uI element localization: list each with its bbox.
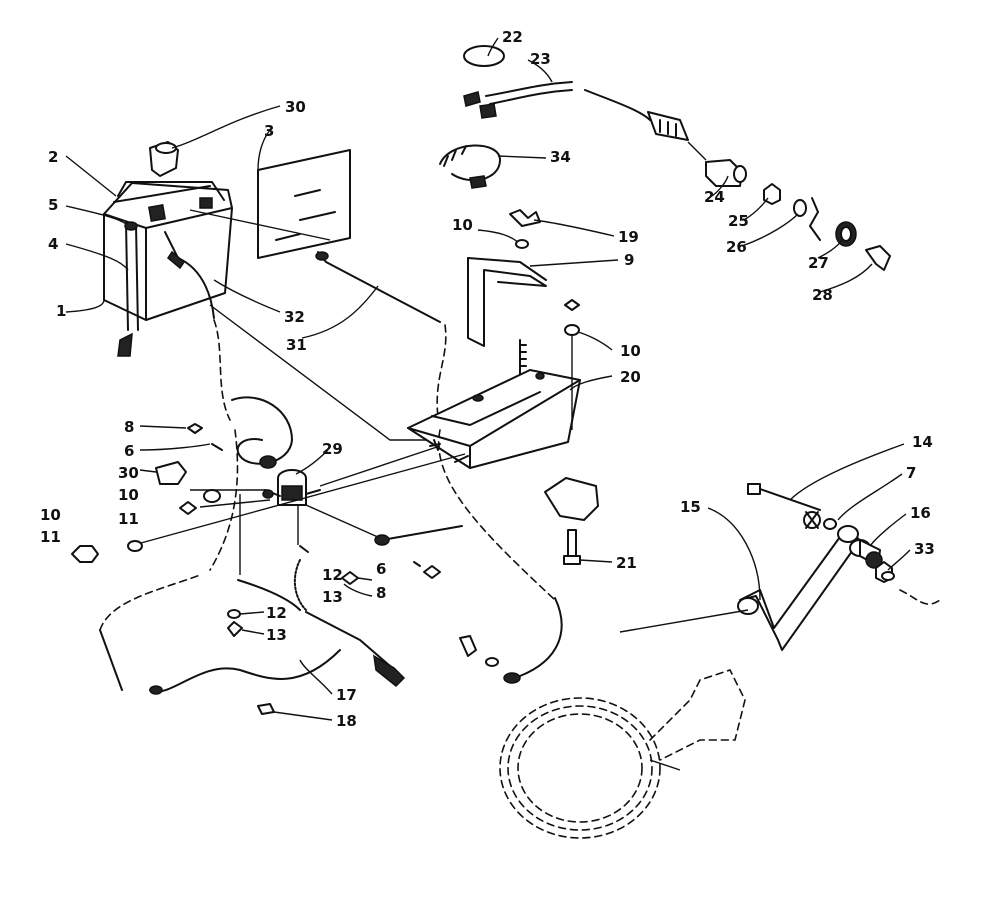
- washer-6-right: [413, 561, 421, 567]
- key-28: [865, 245, 891, 271]
- callout-30-top: 30: [285, 98, 306, 116]
- key-switch-24: [687, 141, 747, 187]
- callout-10-tray: 10: [620, 342, 641, 360]
- starter-cable: [459, 597, 563, 684]
- nut-8-right: [423, 565, 441, 579]
- washer-26: [793, 199, 807, 217]
- nut-8: [187, 423, 203, 434]
- retaining-ring-22: [463, 45, 505, 67]
- bolt-14: [747, 483, 821, 511]
- brake-lever: [737, 525, 861, 651]
- callout-6-top: 6: [124, 442, 134, 460]
- washer-12-lower: [227, 609, 241, 619]
- callout-31: 31: [286, 336, 307, 354]
- callout-11-left: 11: [40, 528, 61, 546]
- callout-8-right: 8: [376, 584, 386, 602]
- callout-22: 22: [502, 28, 523, 46]
- callout-10-left: 10: [40, 506, 61, 524]
- callout-10-top: 10: [452, 216, 473, 234]
- nut-13-lower: [227, 621, 243, 637]
- washer-10: [203, 489, 221, 503]
- callout-24: 24: [704, 188, 725, 206]
- callout-25: 25: [728, 212, 749, 230]
- callout-32: 32: [284, 308, 305, 326]
- cable-clamp-34: [439, 144, 501, 189]
- battery: [103, 181, 233, 321]
- callout-12-lower: 12: [266, 604, 287, 622]
- wiring-harness-23: [463, 81, 689, 141]
- tray-bracket: [467, 257, 547, 347]
- callout-20: 20: [620, 368, 641, 386]
- callout-14: 14: [912, 433, 933, 451]
- bezel-27: [835, 221, 857, 247]
- callout-18: 18: [336, 712, 357, 730]
- callout-13-mid: 13: [322, 588, 343, 606]
- terminal-cap-30: [155, 461, 187, 485]
- callout-3: 3: [264, 122, 274, 140]
- terminal-cap-top: [149, 141, 179, 177]
- nut-11: [179, 501, 197, 515]
- solenoid: [262, 469, 321, 506]
- wing-nut: [509, 209, 541, 227]
- battery-cover: [257, 149, 351, 259]
- nut-33: [875, 561, 895, 583]
- callout-13-lower: 13: [266, 626, 287, 644]
- washer-10-lower: [127, 540, 143, 552]
- callout-29: 29: [322, 440, 343, 458]
- wire-coil: [231, 396, 293, 469]
- callout-5: 5: [48, 196, 58, 214]
- callout-27: 27: [808, 254, 829, 272]
- leader-lines: [65, 37, 911, 721]
- callout-19: 19: [618, 228, 639, 246]
- nut-13: [341, 571, 359, 585]
- tray-support: [544, 477, 599, 521]
- washer-6: [211, 443, 223, 451]
- washer-7: [823, 518, 837, 530]
- washer: [564, 324, 580, 336]
- callout-15: 15: [680, 498, 701, 516]
- callout-6-right: 6: [376, 560, 386, 578]
- nut-11-lower: [71, 545, 99, 563]
- nut: [564, 299, 580, 311]
- callout-4: 4: [48, 235, 58, 253]
- callout-16: 16: [910, 504, 931, 522]
- callout-8-top: 8: [124, 418, 134, 436]
- washer-12: [299, 545, 309, 553]
- callout-7: 7: [906, 464, 916, 482]
- callout-2: 2: [48, 148, 58, 166]
- starter-harness: [149, 611, 406, 695]
- lock-washer-7: [803, 511, 821, 529]
- callout-34: 34: [550, 148, 571, 166]
- callout-labels: 30 2 3 5 4 1 32 31 22 23 34 10 19 9 10 2…: [40, 28, 935, 730]
- ground-cable: [315, 251, 447, 431]
- callout-12-mid: 12: [322, 566, 343, 584]
- bushing-16: [849, 539, 883, 569]
- starter-motor-outline: [499, 669, 746, 839]
- washer: [515, 239, 529, 249]
- callout-9: 9: [624, 251, 634, 269]
- callout-30-lower: 30: [118, 464, 139, 482]
- connector-18: [257, 703, 275, 715]
- callout-33: 33: [914, 540, 935, 558]
- battery-strap: [117, 221, 139, 357]
- callout-21: 21: [616, 554, 637, 572]
- callout-1: 1: [56, 302, 66, 320]
- main-cable-dashed: [99, 429, 556, 691]
- stud: [454, 455, 469, 463]
- callout-23: 23: [530, 50, 551, 68]
- callout-28: 28: [812, 286, 833, 304]
- callout-17: 17: [336, 686, 357, 704]
- bolt: [563, 529, 581, 565]
- callout-11-mid: 11: [118, 510, 139, 528]
- solenoid-cable: [305, 504, 463, 546]
- callout-26: 26: [726, 238, 747, 256]
- callout-10-mid: 10: [118, 486, 139, 504]
- battery-tray: [407, 369, 581, 469]
- positive-cable: [164, 231, 231, 421]
